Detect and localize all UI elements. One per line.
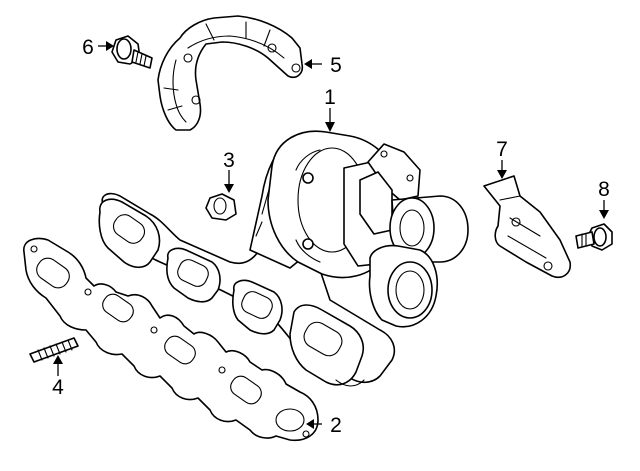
arrowhead-7 [497, 170, 507, 179]
part-6-bolt [111, 35, 153, 69]
part-3-nut [205, 193, 237, 221]
part-4-stud [29, 337, 79, 363]
arrowhead-2 [306, 419, 314, 429]
callout-6: 6 [82, 36, 94, 59]
callout-8: 8 [598, 178, 610, 201]
part-8-bolt [575, 223, 613, 251]
arrowhead-6 [106, 41, 114, 51]
callout-1: 1 [324, 86, 336, 109]
callout-labels: 1 2 3 4 5 6 7 8 [52, 36, 610, 437]
part-5-heat-shield [157, 15, 304, 131]
arrowhead-5 [304, 59, 312, 69]
callout-3: 3 [223, 149, 235, 172]
callout-leaders [53, 41, 609, 429]
arrowhead-1 [325, 122, 335, 132]
arrowhead-3 [224, 184, 234, 193]
callout-2: 2 [330, 414, 342, 437]
arrowhead-4 [53, 355, 63, 364]
callout-7: 7 [496, 138, 508, 161]
arrowhead-8 [599, 210, 609, 219]
callout-4: 4 [52, 376, 64, 399]
part-2-manifold-gasket [23, 237, 319, 442]
part-7-bracket [483, 175, 572, 278]
callout-5: 5 [330, 54, 342, 77]
part-1-turbocharger-manifold [98, 130, 469, 387]
